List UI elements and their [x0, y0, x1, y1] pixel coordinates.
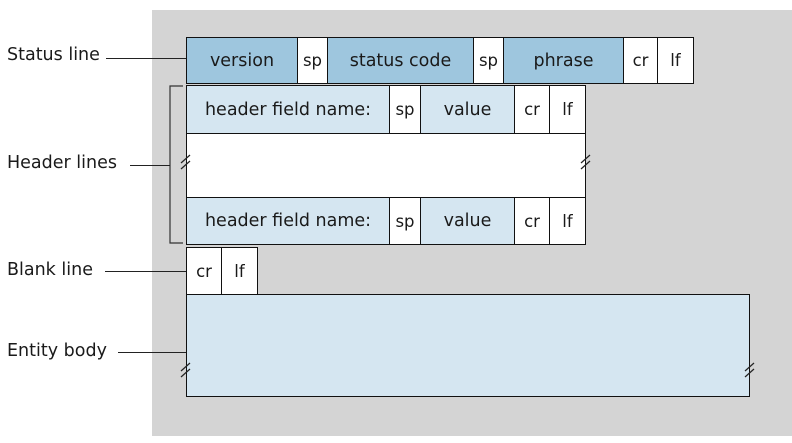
- header-2-field-name-cell: header field name:: [186, 197, 390, 245]
- entity-body-leader: [118, 352, 186, 353]
- status-phrase-text: phrase: [533, 50, 594, 71]
- status-code-cell: status code: [327, 37, 474, 84]
- status-line-label: Status line: [7, 45, 100, 65]
- status-version-cell: version: [186, 37, 298, 84]
- header-1-sp-cell: sp: [389, 85, 421, 134]
- header-2-lf-text: lf: [562, 211, 573, 231]
- header-2-sp-text: sp: [395, 211, 415, 231]
- header-1-field-name-text: header field name:: [204, 99, 372, 120]
- entity-body-label: Entity body: [7, 341, 107, 361]
- break-mark-entity-right: [744, 362, 755, 378]
- header-1-sp-text: sp: [395, 100, 415, 119]
- status-line-leader: [106, 58, 186, 59]
- header-2-value-cell: value: [420, 197, 515, 245]
- blank-line-lf-text: lf: [234, 261, 245, 281]
- header-2-value-text: value: [443, 211, 492, 231]
- status-sp-text-1: sp: [302, 51, 323, 70]
- header-lines-bracket: [169, 85, 183, 244]
- header-1-lf-text: lf: [562, 100, 573, 119]
- break-mark-header-right: [580, 154, 591, 170]
- header-1-field-name-cell: header field name:: [186, 85, 390, 134]
- header-2-cr-text: cr: [524, 211, 540, 231]
- header-1-lf-cell: lf: [549, 85, 586, 134]
- status-code-text: status code: [349, 50, 452, 71]
- entity-body-box: [186, 294, 750, 397]
- header-2-lf-cell: lf: [549, 197, 586, 245]
- status-sp-text-2: sp: [478, 51, 499, 70]
- status-version-text: version: [209, 50, 275, 71]
- header-1-cr-cell: cr: [514, 85, 550, 134]
- header-1-value-text: value: [443, 99, 492, 120]
- header-2-sp-cell: sp: [389, 197, 421, 245]
- status-lf-cell: lf: [657, 37, 694, 84]
- blank-line-leader: [105, 271, 186, 272]
- status-cr-text: cr: [632, 51, 649, 70]
- header-lines-leader: [130, 165, 170, 166]
- header-lines-label: Header lines: [7, 153, 117, 173]
- header-2-field-name-text: header field name:: [204, 211, 372, 231]
- header-1-cr-text: cr: [524, 100, 540, 119]
- header-1-value-cell: value: [420, 85, 515, 134]
- blank-line-cr-text: cr: [196, 261, 212, 281]
- status-lf-text: lf: [670, 51, 681, 70]
- blank-line-label: Blank line: [7, 260, 93, 280]
- break-mark-entity-left: [180, 362, 191, 378]
- break-mark-header-left: [180, 154, 191, 170]
